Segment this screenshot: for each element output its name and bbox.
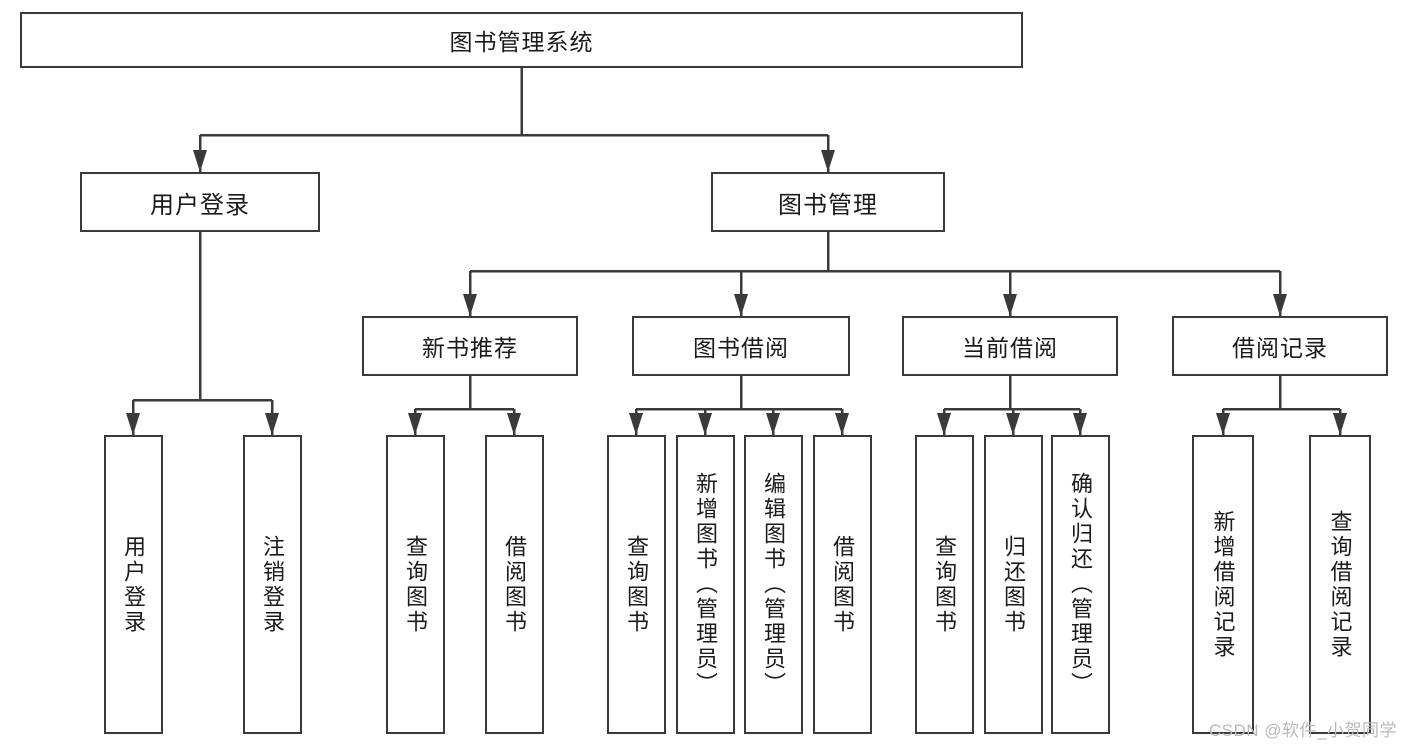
node-book-manage[interactable]: 图书管理 [711,172,945,232]
node-label: 查询图书 [403,534,429,635]
node-leaf-borrow-book-2[interactable]: 借阅图书 [813,435,872,734]
node-borrow-record[interactable]: 借阅记录 [1172,316,1388,376]
node-current-borrow[interactable]: 当前借阅 [902,316,1118,376]
node-label: 用户登录 [150,191,250,219]
node-label: 借阅图书 [830,534,856,635]
node-label: 图书管理系统 [449,29,594,55]
node-label: 用户登录 [121,534,147,635]
node-leaf-add-book[interactable]: 新增图书（管理员） [676,435,735,734]
node-root[interactable]: 图书管理系统 [20,12,1023,68]
node-leaf-borrow-book-1[interactable]: 借阅图书 [485,435,544,734]
node-new-book-rec[interactable]: 新书推荐 [362,316,578,376]
node-label: 注销登录 [260,534,286,635]
node-leaf-query-book-3[interactable]: 查询图书 [915,435,974,734]
node-leaf-return-book[interactable]: 归还图书 [984,435,1043,734]
node-leaf-edit-book[interactable]: 编辑图书（管理员） [744,435,803,734]
node-label: 新增借阅记录 [1210,509,1236,660]
watermark: CSDN @软件_小贺同学 [1208,721,1397,740]
node-label: 查询借阅记录 [1327,509,1353,660]
node-leaf-query-book-2[interactable]: 查询图书 [607,435,666,734]
node-label: 新书推荐 [422,335,518,361]
node-label: 借阅记录 [1232,335,1328,361]
node-label: 新增图书（管理员） [693,472,719,697]
node-leaf-user-login[interactable]: 用户登录 [104,435,163,734]
node-label: 归还图书 [1001,534,1027,635]
node-label: 编辑图书（管理员） [761,472,787,697]
node-label: 图书管理 [778,191,878,219]
node-label: 借阅图书 [502,534,528,635]
node-label: 图书借阅 [693,335,789,361]
node-leaf-user-logout[interactable]: 注销登录 [243,435,302,734]
node-label: 查询图书 [624,534,650,635]
node-leaf-query-record[interactable]: 查询借阅记录 [1309,435,1371,734]
node-leaf-add-record[interactable]: 新增借阅记录 [1192,435,1254,734]
node-label: 当前借阅 [962,335,1058,361]
node-user-login[interactable]: 用户登录 [80,172,320,232]
node-book-borrow[interactable]: 图书借阅 [632,316,850,376]
node-leaf-confirm-return[interactable]: 确认归还（管理员） [1051,435,1110,734]
node-label: 查询图书 [932,534,958,635]
node-leaf-query-book-1[interactable]: 查询图书 [386,435,445,734]
node-label: 确认归还（管理员） [1068,472,1094,697]
